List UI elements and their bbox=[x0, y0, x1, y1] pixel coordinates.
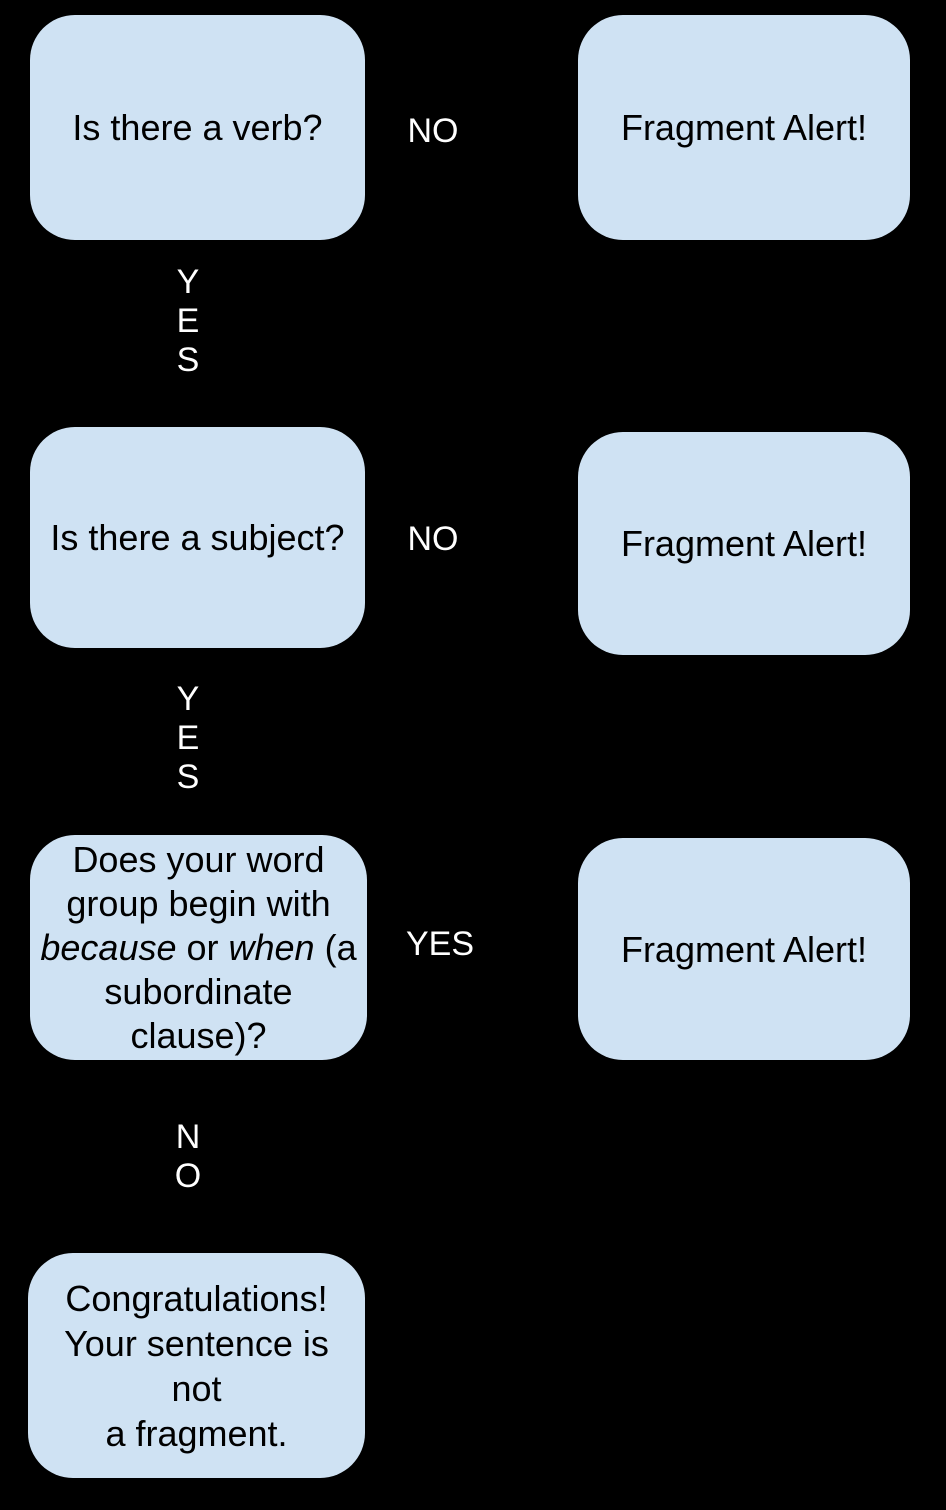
node-label: Is there a verb? bbox=[72, 107, 323, 148]
node-fragment-alert-verb: Fragment Alert! bbox=[578, 15, 910, 240]
node-subordinate-clause-question: Does your word group begin with because … bbox=[30, 835, 367, 1060]
node-label-part: (a subordinate clause)? bbox=[104, 926, 357, 1056]
edge-label-subject-yes: Y E S bbox=[176, 680, 200, 796]
edge-label-subordinate-no: N O bbox=[174, 1118, 202, 1195]
edge-label-subject-no: NO bbox=[407, 520, 459, 558]
edge-label-verb-no: NO bbox=[407, 112, 459, 150]
node-label-part: Does your word group begin with bbox=[66, 838, 331, 924]
node-label: Fragment Alert! bbox=[620, 107, 868, 148]
node-label: Is there a subject? bbox=[50, 517, 345, 558]
node-label-italic-because: because bbox=[40, 926, 177, 968]
node-label-italic-when: when bbox=[228, 926, 315, 968]
node-label: Fragment Alert! bbox=[620, 523, 868, 564]
node-congratulations: Congratulations! Your sentence is not a … bbox=[28, 1253, 365, 1478]
edge-label-subordinate-yes: YES bbox=[405, 925, 475, 963]
node-fragment-alert-subject: Fragment Alert! bbox=[578, 432, 910, 655]
node-label: Fragment Alert! bbox=[620, 928, 868, 970]
node-is-there-a-verb: Is there a verb? bbox=[30, 15, 365, 240]
node-fragment-alert-subordinate: Fragment Alert! bbox=[578, 838, 910, 1060]
edge-label-verb-yes: Y E S bbox=[176, 263, 200, 379]
node-label-part: or bbox=[176, 926, 229, 968]
node-label: Congratulations! Your sentence is not a … bbox=[64, 1277, 329, 1454]
node-is-there-a-subject: Is there a subject? bbox=[30, 427, 365, 648]
node-label: Does your word group begin with because … bbox=[30, 838, 367, 1058]
